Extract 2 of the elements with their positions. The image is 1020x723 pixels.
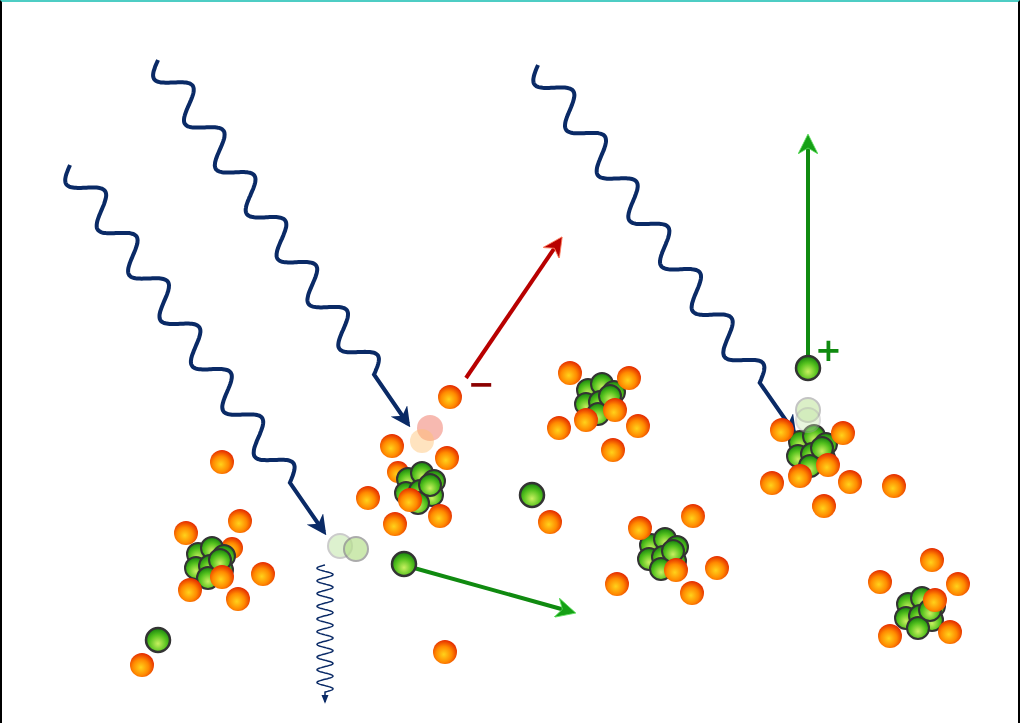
charge-sign: − — [468, 368, 495, 400]
charge-sign: + — [815, 334, 842, 366]
